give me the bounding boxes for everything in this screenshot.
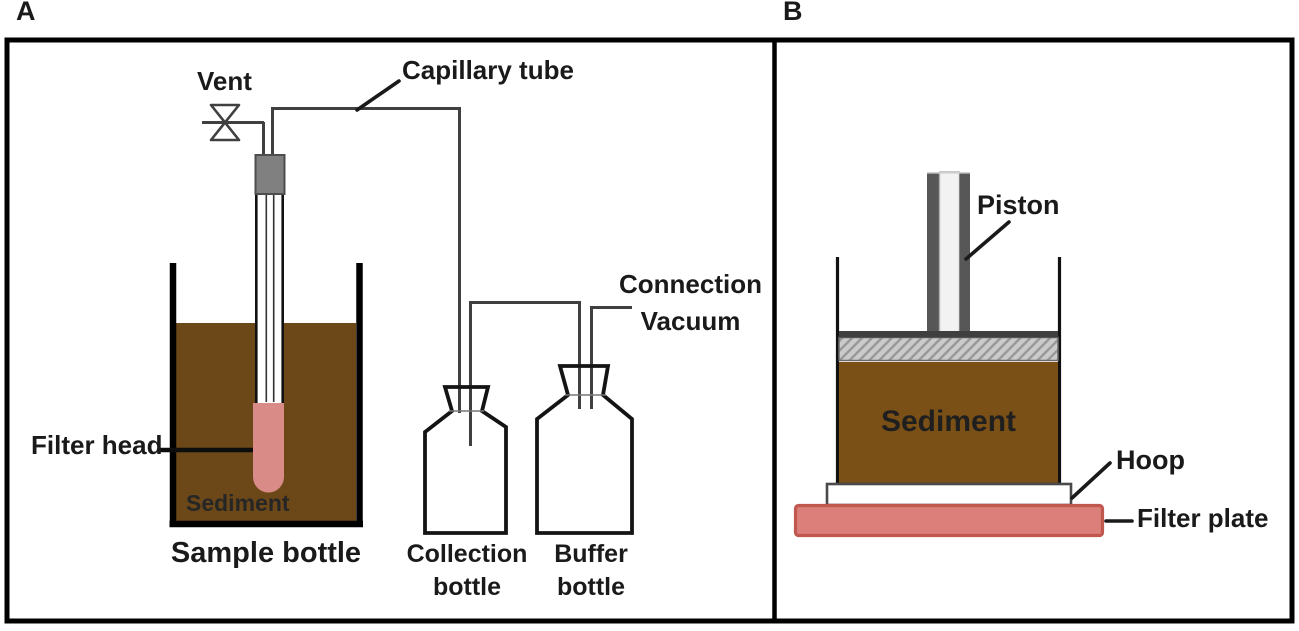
filter-plate <box>793 503 1105 538</box>
sample-bottle-label: Sample bottle <box>170 537 362 569</box>
collection-bottle-label-line2: bottle <box>432 573 502 601</box>
vacuum-line <box>590 306 632 409</box>
collection-bottle-label-line1: Collection <box>406 540 528 568</box>
vent-label: Vent <box>197 66 252 96</box>
filter-head <box>253 403 284 493</box>
hoop <box>825 482 1073 507</box>
piston-rod-left <box>927 172 940 333</box>
sampler-tube <box>255 190 284 404</box>
collection-bottle-label: Collection bottle <box>406 538 528 604</box>
connection-vacuum-label-line2: Vacuum <box>640 306 741 336</box>
capillary-tube-line <box>271 107 461 413</box>
piston-pointer-line <box>964 220 1011 261</box>
filter-head-label: Filter head <box>31 430 163 460</box>
sediment-label-a: Sediment <box>186 490 290 516</box>
buffer-connect-line <box>469 301 581 446</box>
collection-bottle-outline <box>423 385 508 535</box>
filter-plate-label: Filter plate <box>1137 503 1269 533</box>
sediment-label-b: Sediment <box>880 405 1017 438</box>
hoop-label: Hoop <box>1116 445 1185 475</box>
hoop-pointer-line <box>1070 461 1112 500</box>
capillary-tube-label: Capillary tube <box>402 55 574 85</box>
panel-b-label: B <box>783 0 803 26</box>
squeezer-sediment <box>839 362 1058 484</box>
piston-plug-top <box>839 331 1058 338</box>
capillary-pointer-line <box>355 79 401 112</box>
buffer-bottle-label-line1: Buffer <box>554 540 628 568</box>
piston-label: Piston <box>977 190 1060 220</box>
connection-vacuum-label: Connection Vacuum <box>618 266 763 340</box>
panel-a-label: A <box>16 0 36 26</box>
vent-valve-icon <box>209 103 241 142</box>
buffer-bottle-outline <box>535 364 634 535</box>
piston-rod-core <box>938 171 961 334</box>
buffer-bottle-label-line2: bottle <box>556 573 626 601</box>
piston-rod-right <box>959 172 970 333</box>
buffer-bottle-label: Buffer bottle <box>530 538 652 604</box>
piston-rod <box>927 171 970 334</box>
sampler-stopper <box>254 154 286 195</box>
piston-plug-hatch <box>838 336 1059 362</box>
connection-vacuum-label-line1: Connection <box>619 269 762 299</box>
